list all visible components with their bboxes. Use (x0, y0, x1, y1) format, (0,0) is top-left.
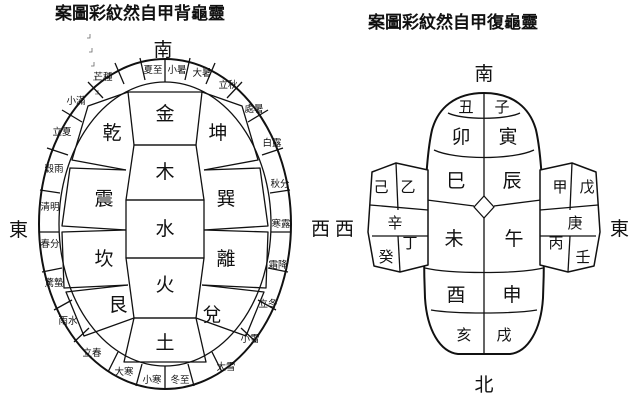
wing-stem-ji: 己 (373, 178, 388, 196)
back-title: 案圖彩紋然自甲背龜靈 (54, 3, 225, 24)
back-center-column (123, 91, 207, 363)
solar-term: 立冬 (258, 298, 278, 310)
solar-term: 大雪 (216, 361, 235, 373)
belly-cell-chou: 丑 (458, 98, 473, 116)
solar-term: 處暑 (244, 103, 263, 115)
belly-cell-zi: 子 (494, 98, 509, 116)
wing-stem-xin: 辛 (387, 214, 402, 232)
belly-north-label: 南 (474, 63, 493, 85)
back-east-label: 東 (9, 219, 28, 241)
belly-cell-wu: 午 (504, 228, 523, 250)
belly-cell-wei: 未 (444, 228, 463, 250)
solar-term: 秋分 (270, 178, 290, 190)
back-edit-marks (87, 34, 99, 95)
belly-left-wing: 己 乙 辛 丁 癸 (367, 162, 429, 273)
solar-term: 夏至 (143, 65, 162, 76)
back-west-label: 西 (311, 218, 330, 240)
back-trigram-xun: 巽 (216, 188, 235, 210)
back-trigram-qian: 乾 (102, 122, 121, 144)
solar-term: 霜降 (268, 259, 288, 271)
back-trigram-dui: 兌 (202, 304, 221, 326)
belly-title: 案圖彩紋然自甲復龜靈 (367, 12, 538, 33)
solar-term: 小滿 (66, 95, 86, 107)
wing-stem-jia: 甲 (552, 178, 567, 196)
solar-term: 雨水 (58, 315, 78, 327)
solar-term: 冬至 (170, 374, 189, 386)
solar-term: 立夏 (52, 126, 72, 138)
solar-term: 驚蟄 (44, 277, 64, 289)
back-trigram-li: 離 (216, 248, 235, 270)
solar-term: 芒種 (93, 71, 113, 83)
solar-term: 大寒 (114, 366, 134, 378)
back-right-scutes (195, 91, 269, 337)
belly-right-wing: 甲 戊 庚 丙 壬 (539, 162, 601, 273)
solar-term: 立秋 (218, 79, 238, 91)
back-trigram-kun: 坤 (208, 122, 227, 144)
back-element-metal: 金 (155, 103, 174, 125)
solar-term: 穀雨 (44, 163, 63, 175)
back-north-label: 南 (153, 39, 172, 61)
solar-term: 白露 (262, 137, 282, 149)
back-ring-dividers (39, 57, 291, 389)
belly-cell-shen: 申 (502, 284, 521, 306)
belly-scute-lines (424, 93, 544, 354)
back-element-earth: 土 (155, 332, 174, 354)
belly-west-label: 西 (335, 218, 354, 240)
solar-term: 小暑 (167, 65, 186, 76)
wing-stem-yi: 乙 (400, 178, 415, 196)
turtle-belly-figure: 案圖彩紋然自甲復龜靈 南 北 西 東 丑 子 卯 寅 巳 辰 未 午 酉 申 亥 (335, 12, 629, 396)
back-left-scutes (61, 91, 135, 337)
turtle-back-figure: 案圖彩紋然自甲背龜靈 南 東 西 (9, 3, 330, 390)
back-trigram-zhen: 震 (94, 188, 113, 210)
back-solar-terms: 夏至 小暑 大暑 立秋 處暑 白露 秋分 寒露 霜降 立冬 小雪 大雪 冬至 小… (40, 65, 291, 386)
solar-term: 春分 (40, 238, 60, 250)
back-element-water: 水 (155, 218, 174, 240)
wing-stem-gui: 癸 (378, 248, 393, 266)
belly-cell-hai: 亥 (456, 326, 471, 344)
belly-south-label: 北 (474, 374, 493, 396)
solar-term: 小寒 (142, 374, 162, 386)
solar-term: 立春 (82, 347, 102, 359)
belly-cell-chen: 辰 (502, 170, 521, 192)
back-trigram-gen: 艮 (108, 294, 127, 316)
belly-cell-si: 巳 (446, 170, 465, 192)
belly-cell-yin: 寅 (498, 126, 517, 148)
back-trigram-kan: 坎 (94, 248, 113, 270)
solar-term: 小雪 (240, 334, 259, 345)
wing-stem-bing: 丙 (548, 234, 563, 252)
wing-stem-ren: 壬 (575, 248, 590, 266)
wing-stem-ding: 丁 (402, 234, 417, 252)
solar-term: 清明 (40, 201, 59, 213)
solar-term: 寒露 (271, 218, 291, 230)
wing-stem-geng: 庚 (567, 214, 582, 232)
belly-east-label: 東 (610, 218, 629, 240)
belly-cell-you: 酉 (446, 284, 465, 306)
back-element-fire: 火 (155, 274, 174, 296)
wing-stem-wu: 戊 (579, 178, 594, 196)
belly-cell-xu: 戌 (496, 326, 511, 344)
belly-cell-mao: 卯 (451, 126, 470, 148)
back-element-wood: 木 (155, 161, 174, 183)
solar-term: 大暑 (192, 67, 211, 79)
